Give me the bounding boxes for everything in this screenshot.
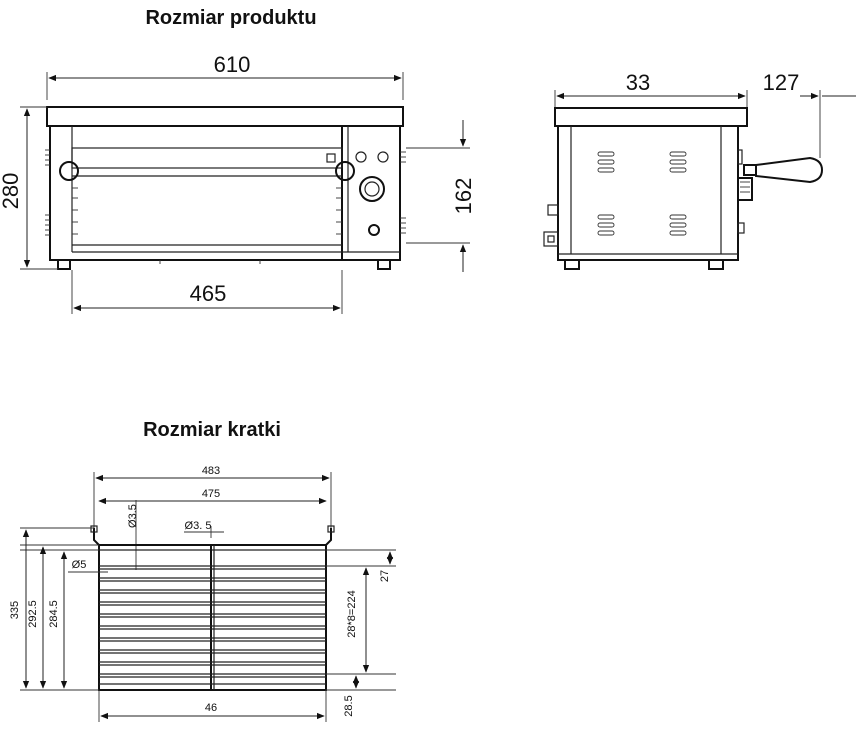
dim-depth-33: 33: [626, 70, 650, 95]
dim-grid-46: 46: [205, 702, 217, 714]
dim-wire-side: Ø5: [72, 559, 87, 571]
dim-height-280: 280: [0, 173, 23, 210]
dim-grid-292-5: 292.5: [27, 600, 39, 628]
dim-grid-284-5: 284.5: [48, 600, 60, 628]
side-view: 33 127: [543, 70, 856, 270]
product-size-title: Rozmiar produktu: [145, 7, 316, 29]
dim-panel-162: 162: [451, 178, 476, 215]
dim-front-465: 465: [190, 281, 227, 306]
dim-wire-top: Ø3.5: [127, 504, 139, 528]
dim-grid-475: 475: [202, 488, 220, 500]
dim-wire-mid: Ø3. 5: [185, 520, 212, 532]
dim-handle-127: 127: [763, 70, 800, 95]
dim-grid-335: 335: [9, 601, 21, 619]
front-view: 610: [0, 52, 476, 314]
dim-grid-28-5: 28.5: [343, 695, 355, 716]
grid-size-title: Rozmiar kratki: [143, 419, 281, 441]
grid-drawing: 483 475 Ø3.5 Ø3. 5: [9, 465, 396, 722]
dim-grid-27: 27: [379, 570, 391, 582]
dim-grid-spacing: 28*8=224: [346, 590, 358, 637]
dim-grid-483: 483: [202, 465, 220, 477]
dim-width-610: 610: [214, 52, 251, 77]
